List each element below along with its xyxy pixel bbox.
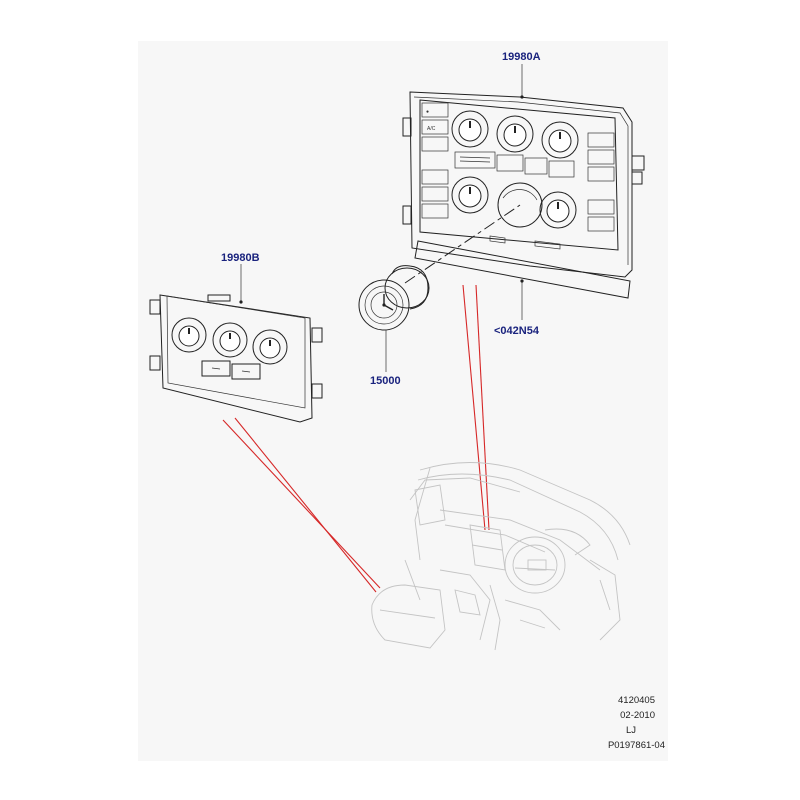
right-button-column: [587, 132, 615, 232]
location-leader-lines: [222, 284, 490, 593]
main-climate-panel[interactable]: ● A/C: [402, 64, 645, 278]
callout-clock: 15000: [370, 375, 401, 387]
clock-aperture: [497, 182, 543, 228]
top-knob-row: [451, 110, 579, 159]
middle-button-bar: [454, 151, 575, 178]
svg-text:A/C: A/C: [427, 126, 436, 132]
footer-line-2: 02-2010: [620, 710, 655, 721]
trim-strip[interactable]: [414, 240, 631, 320]
assembly-line-clock: [404, 204, 521, 284]
basic-climate-panel[interactable]: [149, 264, 323, 423]
callout-main-panel: 19980A: [502, 51, 541, 63]
vehicle-interior-ghost: [371, 462, 631, 651]
basic-panel-knobs: [171, 317, 288, 365]
footer-line-4: P0197861-04: [608, 740, 665, 751]
left-button-column: ● A/C: [421, 102, 449, 219]
svg-text:●: ●: [426, 109, 429, 115]
analog-clock[interactable]: [358, 265, 430, 372]
callout-small-panel: 19980B: [221, 252, 260, 264]
footer-line-1: 4120405: [618, 695, 655, 706]
bottom-knob-row: [451, 176, 577, 229]
footer-line-3: LJ: [626, 725, 636, 736]
callout-trim-strip: <042N54: [494, 325, 540, 337]
diagram-sheet: [138, 41, 668, 761]
